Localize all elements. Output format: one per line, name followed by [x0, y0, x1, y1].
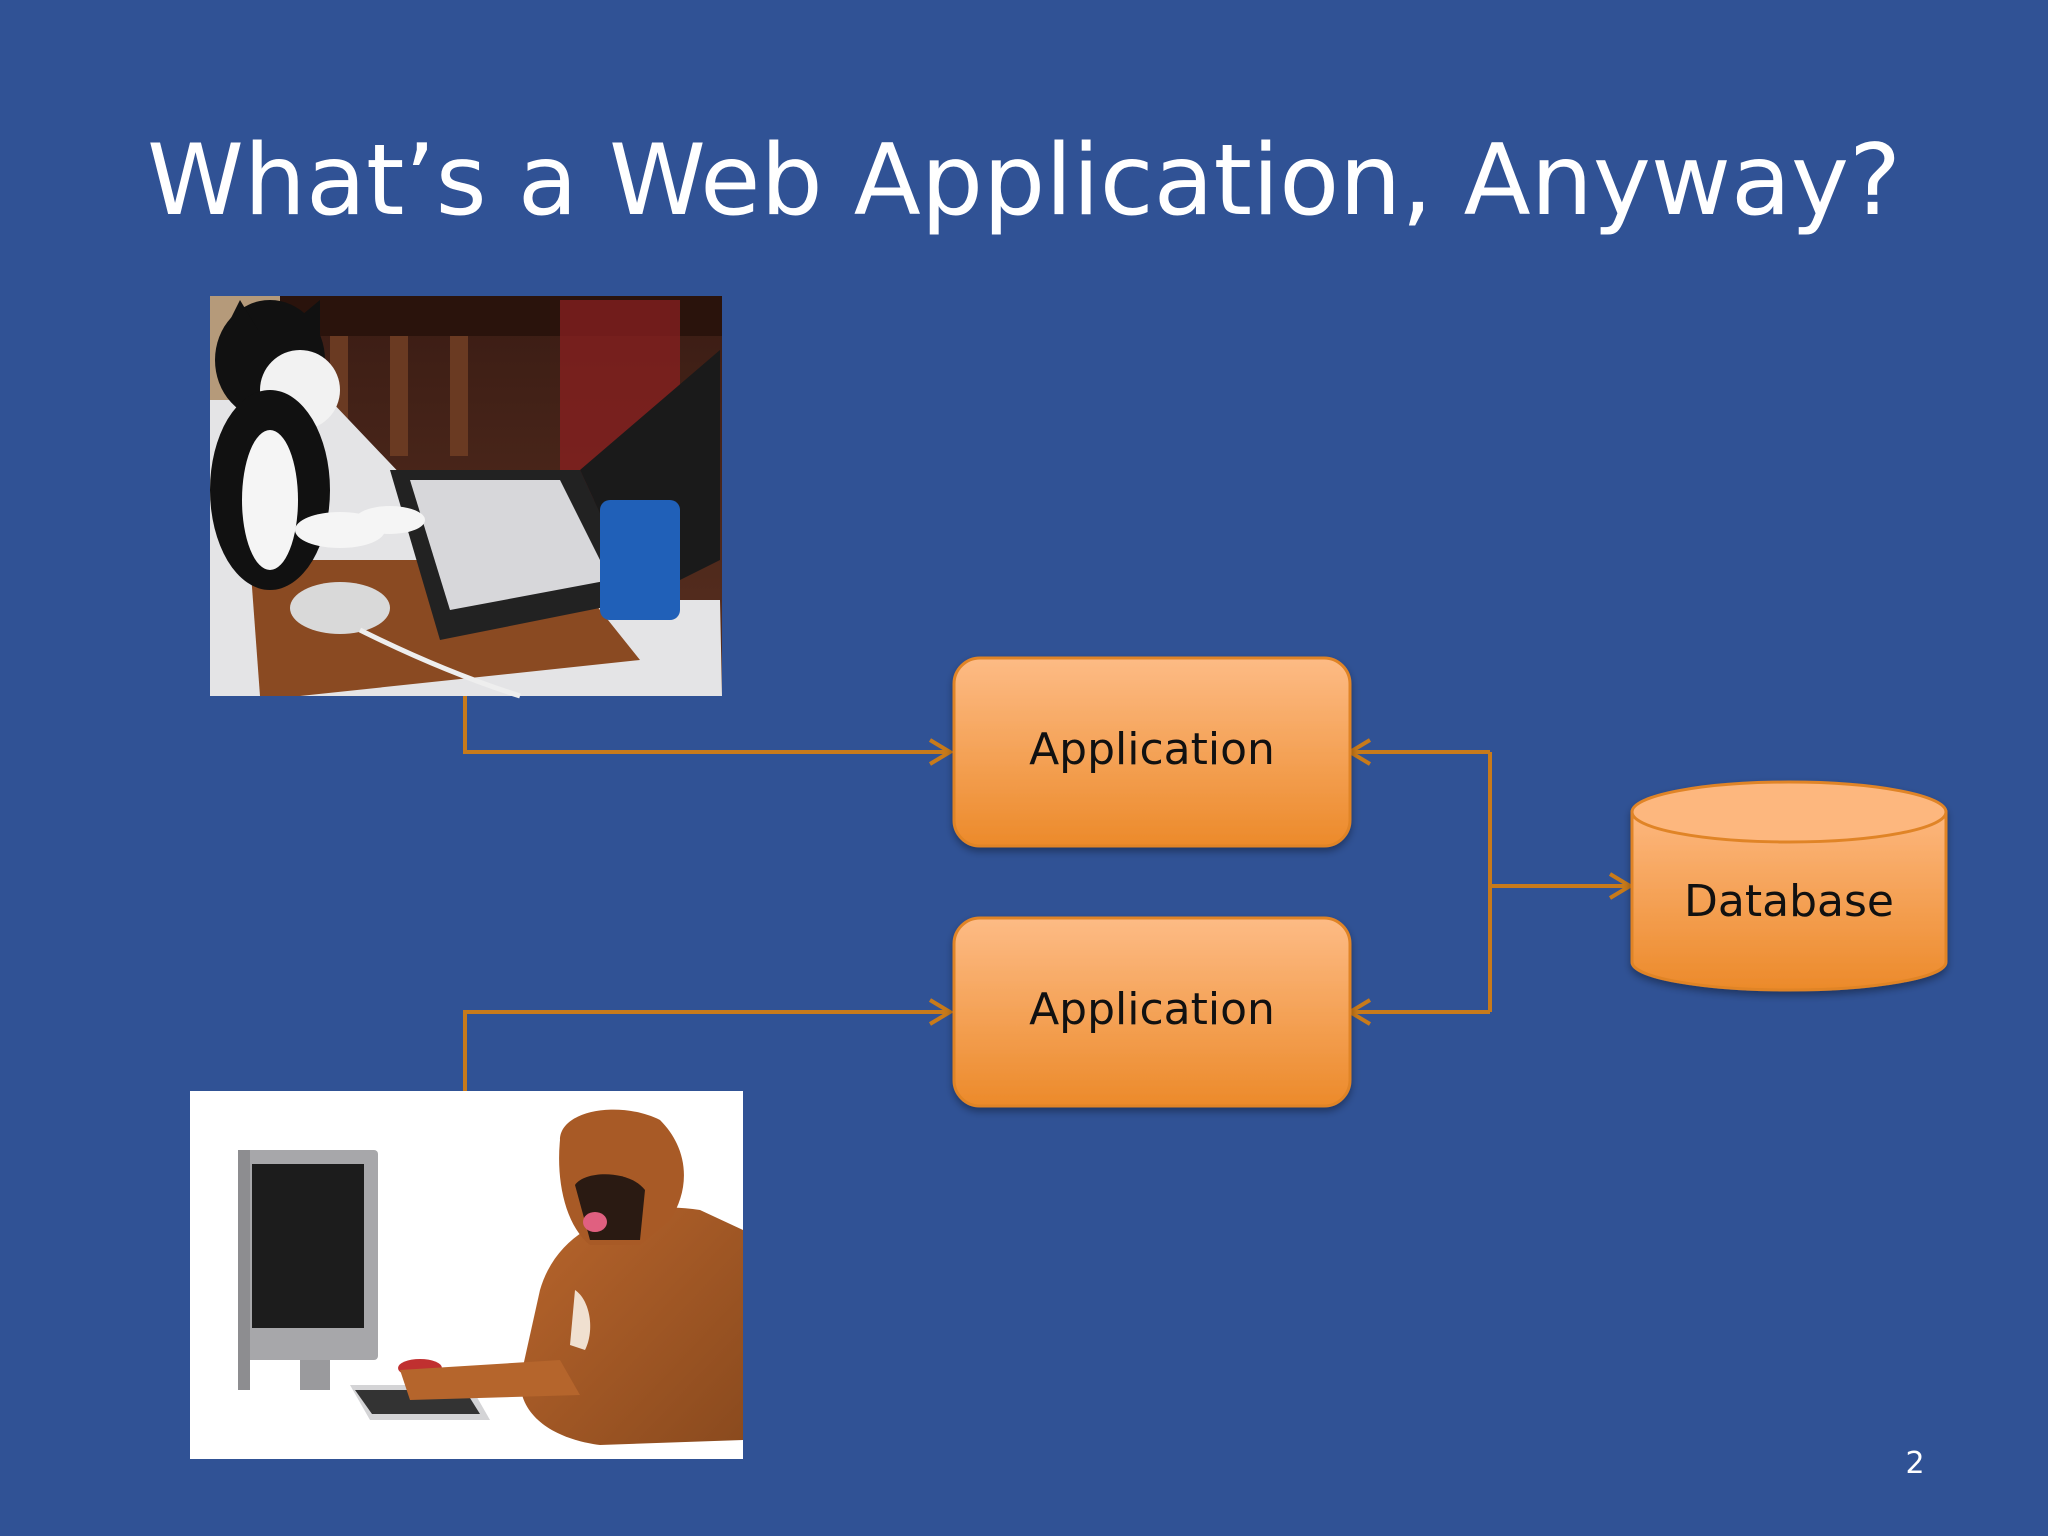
application-box-top [952, 656, 1352, 848]
database-arrowhead [1608, 872, 1634, 900]
slide-number: 2 [1905, 1446, 1925, 1481]
application-label-top: Application [1029, 724, 1275, 775]
cat-at-laptop-photo [210, 296, 722, 699]
dog-to-app-connector [463, 1010, 948, 1091]
cat-to-app-arrowhead [928, 738, 954, 766]
connectors [463, 696, 1634, 1091]
database-label: Database [1684, 876, 1894, 927]
application-label-bottom: Application [1029, 984, 1275, 1035]
application-box-bottom [952, 916, 1352, 1108]
dog-at-computer-photo [190, 1091, 743, 1459]
slide-title: What’s a Web Application, Anyway? [146, 124, 1902, 238]
dog-to-app-arrowhead [928, 998, 954, 1026]
cat-to-app-connector [463, 696, 948, 754]
database-cylinder [1630, 780, 1948, 992]
